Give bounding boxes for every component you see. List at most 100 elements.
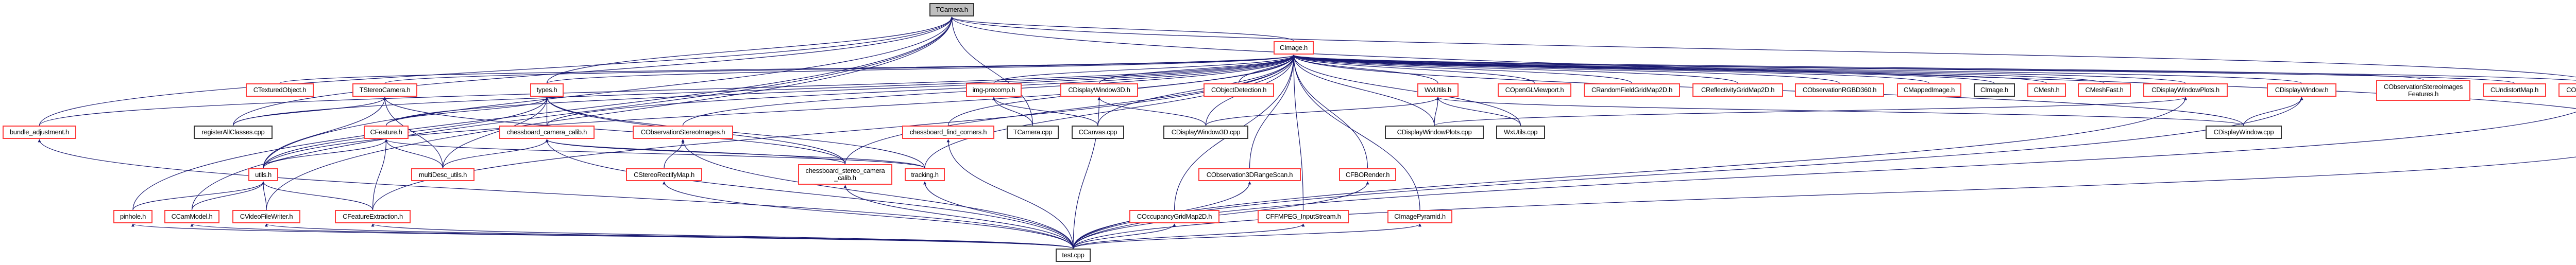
graph-node-ccanvas-cpp[interactable]: CCanvas.cpp bbox=[1072, 126, 1124, 139]
graph-node-registerallclasses[interactable]: registerAllClasses.cpp bbox=[194, 126, 273, 139]
include-edge-CObsStereoImagesFeatures-to-CImage_h bbox=[1292, 55, 2424, 80]
include-edge-multiDesc-to-chessboard_camera_calib bbox=[442, 139, 549, 169]
include-edge-test_cpp-to-COccupancy bbox=[1073, 223, 1176, 249]
graph-node-coccupancy[interactable]: COccupancyGridMap2D.h bbox=[1129, 210, 1219, 223]
graph-node-cdisplaywindow3d-cpp[interactable]: CDisplayWindow3D.cpp bbox=[1163, 126, 1248, 139]
include-edge-CVideoFileWriter-to-utils bbox=[262, 181, 267, 210]
include-edge-tracking-to-CFeature bbox=[384, 139, 925, 169]
include-edge-CFeature-to-CImage_h bbox=[385, 55, 1295, 126]
include-edge-CCamModel-to-utils bbox=[191, 181, 265, 210]
include-edge-TCamera_cpp-to-TCamera_h bbox=[950, 16, 1033, 126]
include-edge-img_precomp-to-CImage_h bbox=[993, 55, 1295, 84]
include-edge-CRandomField-to-CImage_h bbox=[1292, 55, 1633, 84]
graph-node-cobjectdetection[interactable]: CObjectDetection.h bbox=[1204, 83, 1274, 97]
graph-node-wxutils-h[interactable]: WxUtils.h bbox=[1417, 83, 1459, 97]
include-edge-bundle-to-TCamera_h bbox=[39, 16, 954, 126]
graph-node-cdisplaywindow-h[interactable]: CDisplayWindow.h bbox=[2267, 83, 2336, 97]
include-edge-test_cpp-to-CRovio bbox=[1073, 156, 2576, 249]
graph-node-tracking[interactable]: tracking.h bbox=[905, 168, 945, 181]
graph-node-wxutils-cpp[interactable]: WxUtils.cpp bbox=[1496, 126, 1545, 139]
include-edge-test_cpp-to-tracking bbox=[923, 181, 1074, 249]
include-edge-test_cpp-to-CImagePyramid bbox=[1073, 223, 1421, 249]
include-edge-types-to-TCamera_h bbox=[546, 16, 954, 84]
include-edge-CObservationImage-to-TCamera_h bbox=[950, 16, 2576, 78]
graph-node-tstereocamera[interactable]: TStereoCamera.h bbox=[352, 83, 417, 97]
graph-node-crandomfield[interactable]: CRandomFieldGridMap2D.h bbox=[1584, 83, 1680, 97]
graph-node-ccammodel[interactable]: CCamModel.h bbox=[164, 210, 219, 223]
graph-node-cfeatureextraction[interactable]: CFeatureExtraction.h bbox=[335, 210, 411, 223]
include-edge-multiDesc-to-types bbox=[442, 97, 549, 169]
include-edge-test_cpp-to-CStereoRectifyMap bbox=[663, 181, 1074, 249]
include-edge-test_cpp-to-bundle bbox=[38, 139, 1074, 249]
graph-node-bundle[interactable]: bundle_adjustment.h bbox=[3, 126, 76, 139]
include-edge-test_cpp-to-chessboard_stereo bbox=[843, 185, 1074, 249]
include-edge-CDisplayWindow_cpp-to-CDisplayWindow_h bbox=[2243, 97, 2303, 126]
include-edge-utils-to-CImage_h bbox=[263, 55, 1295, 169]
include-edge-test_cpp-to-chessboard_camera_calib bbox=[545, 139, 1074, 249]
graph-node-utils[interactable]: utils.h bbox=[248, 168, 278, 181]
graph-node-creflectivity[interactable]: CReflectivityGridMap2D.h bbox=[1692, 83, 1783, 97]
graph-node-chessboard-camera-calib[interactable]: chessboard_camera_calib.h bbox=[499, 126, 595, 139]
include-edge-tracking-to-types bbox=[545, 97, 925, 169]
graph-node-cmeshfast[interactable]: CMeshFast.h bbox=[2078, 83, 2131, 97]
graph-node-copenglviewport[interactable]: COpenGLViewport.h bbox=[1498, 83, 1571, 97]
graph-node-cfeature[interactable]: CFeature.h bbox=[364, 126, 409, 139]
graph-node-tcamera-h: TCamera.h bbox=[929, 3, 974, 16]
include-edge-CDisplayWindowPlots_cpp-to-WxUtils_h bbox=[1434, 97, 1439, 126]
graph-node-ctexturedobject[interactable]: CTexturedObject.h bbox=[246, 83, 314, 97]
include-edge-types-to-CImage_h bbox=[546, 55, 1295, 84]
graph-node-tcamera-cpp[interactable]: TCamera.cpp bbox=[1007, 126, 1059, 139]
graph-node-cimagepyramid[interactable]: CImagePyramid.h bbox=[1387, 210, 1452, 223]
graph-node-multidesc[interactable]: multiDesc_utils.h bbox=[411, 168, 474, 181]
graph-node-cobservationimage[interactable]: CObservationImage.h bbox=[2558, 83, 2576, 97]
graph-node-cstereorectifymap[interactable]: CStereoRectifyMap.h bbox=[626, 168, 702, 181]
include-edge-pinhole-to-utils bbox=[132, 181, 265, 210]
include-edge-utils-to-TCamera_h bbox=[263, 16, 954, 169]
include-edge-tracking-to-CImage_h bbox=[924, 55, 1295, 169]
include-edge-CObservationImage-to-CImage_h bbox=[1292, 55, 2576, 81]
graph-node-pinhole[interactable]: pinhole.h bbox=[113, 210, 152, 223]
graph-node-img-precomp[interactable]: img-precomp.h bbox=[966, 83, 1022, 97]
graph-node-cmesh[interactable]: CMesh.h bbox=[2027, 83, 2066, 97]
include-edge-bundle-to-CImage_h bbox=[39, 55, 1295, 126]
include-edge-pinhole-to-TCamera_h bbox=[132, 16, 954, 210]
graph-node-cffmpeg[interactable]: CFFMPEG_InputStream.h bbox=[1258, 210, 1349, 223]
graph-node-chessboard-find-corners[interactable]: chessboard_find_corners.h bbox=[902, 126, 994, 139]
include-edge-CObsRGBD360-to-CImage_h bbox=[1292, 55, 1840, 84]
include-edge-CMappedImage-to-CImage_h bbox=[1292, 55, 1930, 84]
graph-node-cobs3drangescan[interactable]: CObservation3DRangeScan.h bbox=[1198, 168, 1301, 181]
include-edge-CVideoFileWriter-to-TCamera_h bbox=[266, 16, 954, 210]
include-edge-CDisplayWindow_cpp-to-WxUtils_h bbox=[1436, 97, 2244, 126]
graph-node-cvideofilewriter[interactable]: CVideoFileWriter.h bbox=[232, 210, 300, 223]
graph-node-cimage-h2[interactable]: CImage.h bbox=[1974, 83, 2015, 97]
graph-node-cobsstereoimagesfeatures[interactable]: CObservationStereoImages Features.h bbox=[2376, 80, 2470, 101]
include-edge-CDisplayWindowPlots_cpp-to-CImage_h bbox=[1292, 55, 1435, 126]
graph-node-types[interactable]: types.h bbox=[530, 83, 564, 97]
graph-node-cobservationstereoimages[interactable]: CObservationStereoImages.h bbox=[633, 126, 733, 139]
graph-node-cimage-h[interactable]: CImage.h bbox=[1274, 41, 1314, 55]
include-edge-TCamera_cpp-to-img_precomp bbox=[992, 97, 1033, 126]
graph-node-cmappedimage[interactable]: CMappedImage.h bbox=[1897, 83, 1961, 97]
include-edge-test_cpp-to-CFBORender bbox=[1073, 181, 1369, 249]
include-edge-test_cpp-to-chessboard_find_corners bbox=[946, 139, 1074, 249]
include-edge-CImagePyramid-to-CImage_h bbox=[1292, 55, 1420, 210]
include-edge-CUndistortMap-to-CImage_h bbox=[1292, 55, 2515, 84]
graph-node-test-cpp[interactable]: test.cpp bbox=[1056, 249, 1091, 262]
include-edge-tracking-to-chessboard_camera_calib bbox=[545, 139, 925, 169]
graph-node-cundistortmap[interactable]: CUndistortMap.h bbox=[2483, 83, 2546, 97]
include-edge-registerAllClasses-to-CImage_h bbox=[232, 55, 1295, 126]
include-edge-CDisplayWindow_h-to-CImage_h bbox=[1292, 55, 2302, 84]
include-edge-test_cpp-to-CObservationStereoImages bbox=[681, 139, 1074, 249]
graph-node-chessboard-stereo[interactable]: chessboard_stereo_camera _calib.h bbox=[798, 164, 892, 185]
graph-node-cdisplaywindow-cpp[interactable]: CDisplayWindow.cpp bbox=[2206, 126, 2282, 139]
graph-node-cfborender[interactable]: CFBORender.h bbox=[1339, 168, 1396, 181]
include-edge-utils-to-CFeature bbox=[263, 139, 388, 169]
graph-node-cdisplaywindowplots-cpp[interactable]: CDisplayWindowPlots.cpp bbox=[1385, 126, 1484, 139]
graph-node-cdisplaywindow3d-h[interactable]: CDisplayWindow3D.h bbox=[1060, 83, 1138, 97]
include-edge-COpenGLViewport-to-CImage_h bbox=[1292, 55, 1535, 84]
include-edge-CFeature-to-types bbox=[385, 97, 549, 126]
graph-node-cobsrgbd360[interactable]: CObservationRGBD360.h bbox=[1795, 83, 1884, 97]
graph-node-cdisplaywindowplots-h[interactable]: CDisplayWindowPlots.h bbox=[2143, 83, 2228, 97]
